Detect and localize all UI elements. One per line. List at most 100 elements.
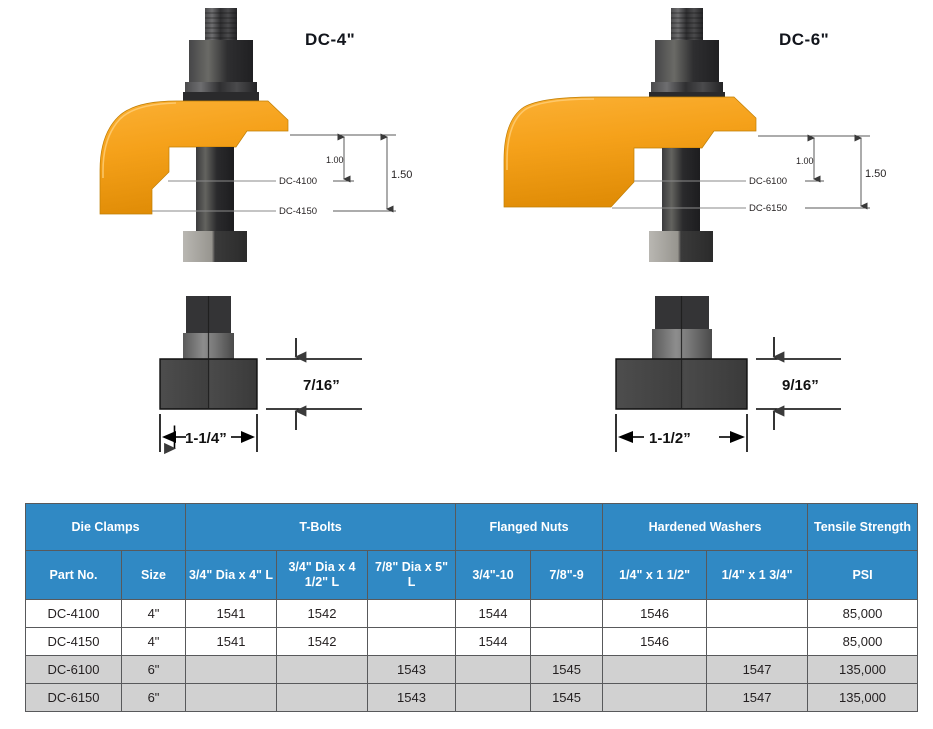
figure-dc6: DC-6": [466, 0, 933, 480]
group-header-hardened-washers: Hardened Washers: [602, 503, 809, 551]
subheader-washer-112: 1/4" x 1 1/2": [602, 550, 708, 600]
subheader-bolt-34x4: 3/4" Dia x 4" L: [185, 550, 277, 600]
clamp-body-dc4: [99, 100, 289, 215]
table-row: DC-4150 4" 1541 1542 1544 1546 85,000: [25, 627, 919, 656]
cell-bolt-34x4: 1541: [185, 627, 277, 656]
cell-psi: 135,000: [807, 655, 919, 684]
cell-size: 6": [121, 655, 186, 684]
spec-table-body: DC-4100 4" 1541 1542 1544 1546 85,000 DC…: [25, 599, 919, 712]
cell-washer-112: 1546: [602, 627, 708, 656]
cell-bolt-34x4: 1541: [185, 599, 277, 628]
cell-nut-34-10: [455, 683, 532, 712]
subheader-size: Size: [121, 550, 186, 600]
dimension-100-dc4: 1.00: [326, 155, 344, 165]
cell-washer-134: [706, 599, 809, 628]
tnut-height-dc4: 7/16”: [303, 377, 340, 394]
table-row: DC-6150 6" 1543 1545 1547 135,000: [25, 683, 919, 712]
tnut-width-dc6: 1-1/2”: [649, 430, 691, 447]
cell-size: 4": [121, 599, 186, 628]
threaded-stud-dc6: [671, 8, 703, 41]
cell-nut-34-10: 1544: [455, 599, 532, 628]
cell-psi: 85,000: [807, 599, 919, 628]
tnut-width-dc4: 1-1/4”: [185, 430, 227, 447]
table-row: DC-4100 4" 1541 1542 1544 1546 85,000: [25, 599, 919, 628]
washer-dc6: [649, 92, 725, 101]
table-subheader-row: Part No. Size 3/4" Dia x 4" L 3/4" Dia x…: [25, 550, 919, 600]
cell-washer-134: 1547: [706, 683, 809, 712]
dimension-100-dc6: 1.00: [796, 156, 814, 166]
cell-bolt-34x45: [276, 655, 368, 684]
nut-flange-dc4: [185, 82, 257, 94]
callout-dc4100: DC-4100: [279, 176, 317, 187]
cell-nut-78-9: [530, 627, 604, 656]
dimension-150-dc6: 1.50: [865, 168, 886, 180]
dimension-group-dc6: DC-6100 DC-6150 1.00 1.50: [612, 134, 886, 214]
callout-dc4150: DC-4150: [279, 206, 317, 217]
cell-bolt-78x5: [366, 627, 457, 656]
cell-part-no: DC-4100: [25, 599, 122, 628]
figure-dc4: DC-4": [0, 0, 466, 480]
subheader-nut-34-10: 3/4"-10: [455, 550, 532, 600]
cell-nut-78-9: [530, 599, 604, 628]
tnut-height-dc6: 9/16”: [782, 377, 819, 394]
subheader-washer-134: 1/4" x 1 3/4": [706, 550, 809, 600]
cell-psi: 135,000: [807, 683, 919, 712]
figure-dc6-title: DC-6": [779, 30, 830, 49]
figure-dc4-drawing: DC-4100 DC-4150 1.00 1.50: [99, 8, 412, 455]
subheader-part-no: Part No.: [25, 550, 122, 600]
table-row: DC-6100 6" 1543 1545 1547 135,000: [25, 655, 919, 684]
cell-washer-134: 1547: [706, 655, 809, 684]
callout-dc6100: DC-6100: [749, 176, 787, 187]
cell-washer-112: 1546: [602, 599, 708, 628]
cell-part-no: DC-4150: [25, 627, 122, 656]
nut-flange-dc6: [651, 82, 723, 94]
group-header-t-bolts: T-Bolts: [184, 503, 457, 551]
callout-dc6150: DC-6150: [749, 203, 787, 214]
cell-nut-78-9: 1545: [530, 683, 604, 712]
cell-part-no: DC-6100: [25, 655, 122, 684]
cell-bolt-34x45: 1542: [276, 627, 368, 656]
group-header-tensile-strength: Tensile Strength: [807, 503, 919, 551]
figure-dc6-drawing: DC-6100 DC-6150 1.00 1.50: [503, 8, 886, 452]
cell-part-no: DC-6150: [25, 683, 122, 712]
cell-psi: 85,000: [807, 627, 919, 656]
bolt-shank-dc6: [662, 148, 700, 231]
dimension-group-dc4: DC-4100 DC-4150 1.00 1.50: [152, 133, 412, 217]
cell-bolt-34x4: [185, 655, 277, 684]
cell-washer-134: [706, 627, 809, 656]
cell-bolt-78x5: 1543: [366, 655, 457, 684]
cell-washer-112: [602, 655, 708, 684]
washer-dc4: [183, 92, 259, 101]
subheader-bolt-78x5: 7/8" Dia x 5" L: [366, 550, 457, 600]
group-header-flanged-nuts: Flanged Nuts: [455, 503, 604, 551]
subheader-nut-78-9: 7/8"-9: [530, 550, 604, 600]
t-bolt-head-dc6: [649, 231, 713, 262]
subheader-psi: PSI: [807, 550, 919, 600]
cell-size: 6": [121, 683, 186, 712]
cell-bolt-34x4: [185, 683, 277, 712]
table-group-header-row: Die Clamps T-Bolts Flanged Nuts Hardened…: [25, 503, 919, 551]
tnut-detail-dc6: 9/16” 1-1/2”: [615, 296, 841, 452]
tnut-detail-dc4: 7/16” 1-1/4”: [159, 296, 362, 455]
cell-nut-34-10: 1544: [455, 627, 532, 656]
hex-nut-dc6: [655, 40, 719, 82]
cell-nut-34-10: [455, 655, 532, 684]
clamp-body-dc6: [503, 96, 757, 208]
t-bolt-head-dc4: [183, 231, 247, 262]
figure-dc4-title: DC-4": [305, 30, 356, 49]
spec-table: Die Clamps T-Bolts Flanged Nuts Hardened…: [25, 503, 919, 712]
bolt-shank-dc4: [196, 147, 234, 231]
cell-bolt-78x5: 1543: [366, 683, 457, 712]
spec-table-wrap: Die Clamps T-Bolts Flanged Nuts Hardened…: [25, 503, 919, 712]
cell-bolt-34x45: [276, 683, 368, 712]
group-header-die-clamps: Die Clamps: [25, 503, 186, 551]
cell-washer-112: [602, 683, 708, 712]
threaded-stud-dc4: [205, 8, 237, 41]
subheader-bolt-34x45: 3/4" Dia x 4 1/2" L: [276, 550, 368, 600]
dimension-150-dc4: 1.50: [391, 169, 412, 181]
cell-bolt-34x45: 1542: [276, 599, 368, 628]
hex-nut-dc4: [189, 40, 253, 82]
cell-bolt-78x5: [366, 599, 457, 628]
cell-nut-78-9: 1545: [530, 655, 604, 684]
